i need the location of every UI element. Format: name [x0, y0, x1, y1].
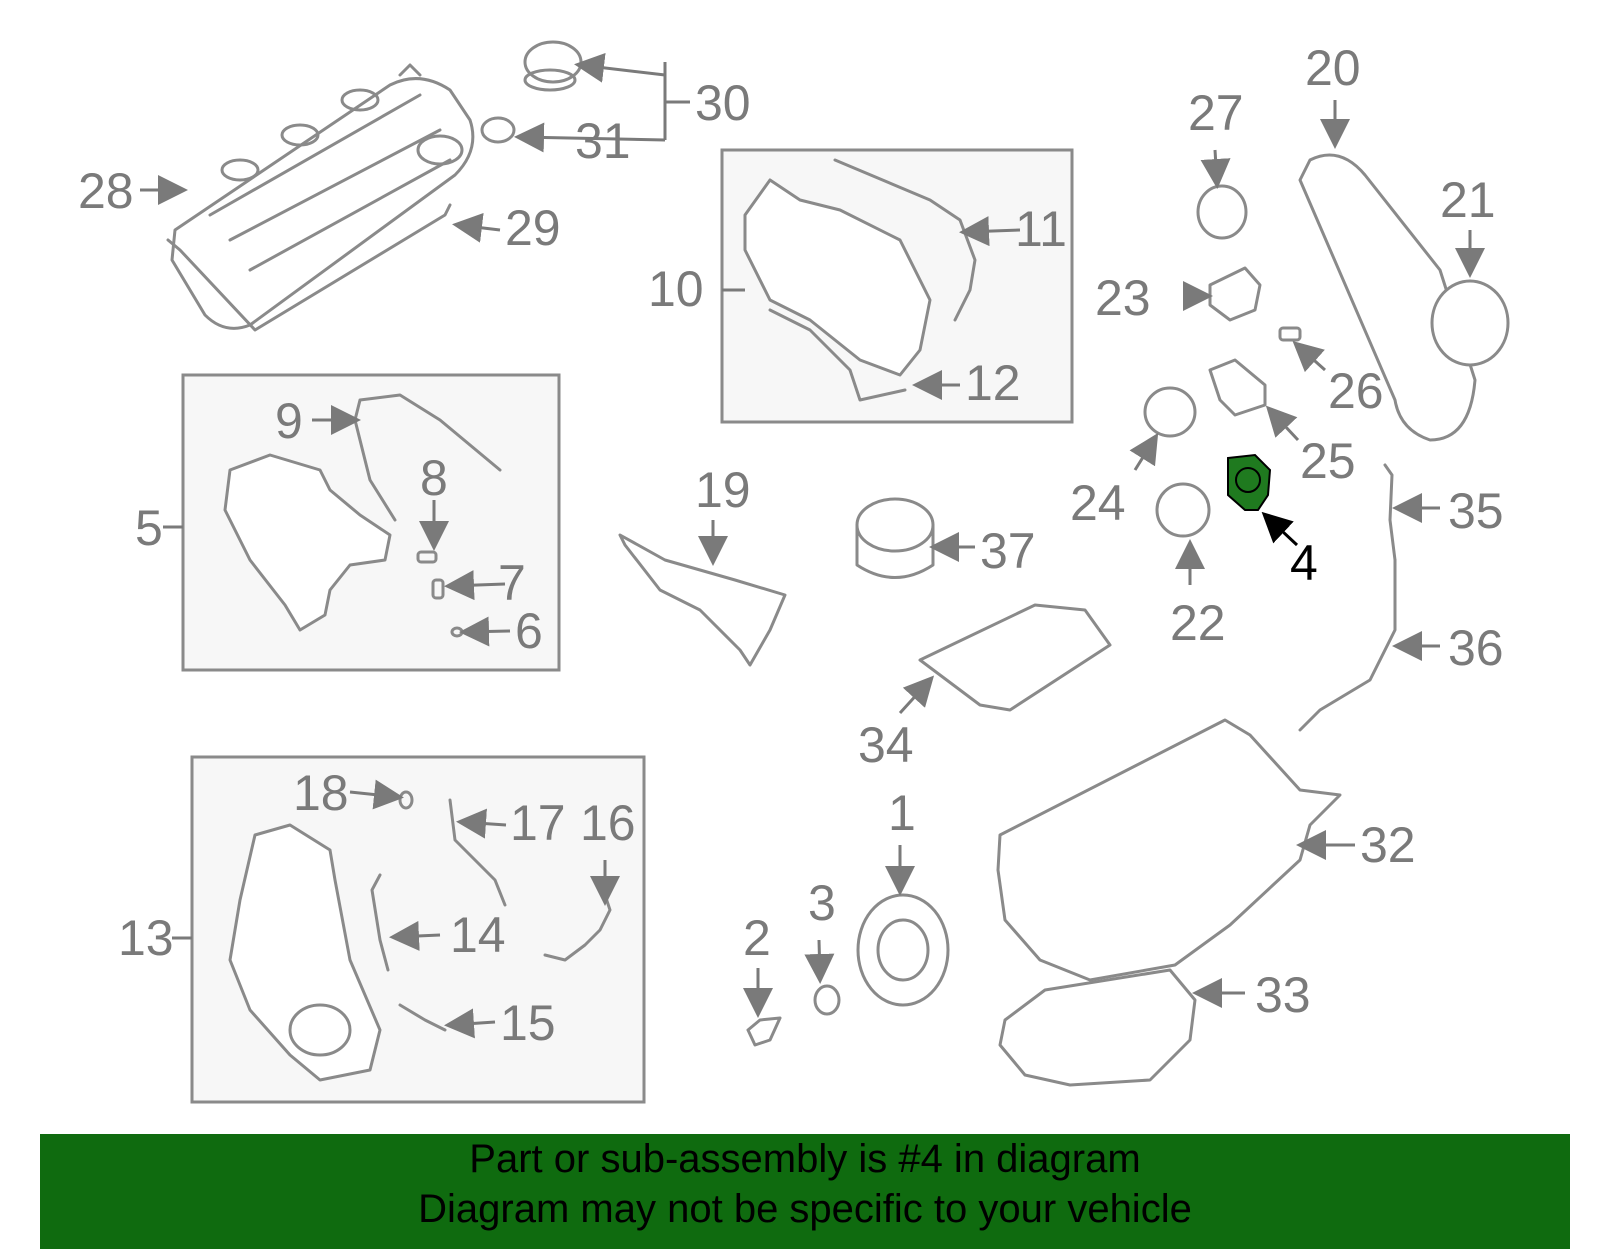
banner-line-2: Diagram may not be specific to your vehi…	[418, 1187, 1192, 1231]
label-24: 24	[1070, 475, 1126, 531]
label-15: 15	[500, 995, 556, 1051]
label-6: 6	[515, 603, 543, 659]
label-1: 1	[888, 785, 916, 841]
label-26: 26	[1328, 363, 1384, 419]
label-33: 33	[1255, 967, 1311, 1023]
label-29: 29	[505, 200, 561, 256]
label-2: 2	[743, 910, 771, 966]
oring-part-31	[480, 116, 516, 144]
label-20: 20	[1305, 40, 1361, 96]
label-32: 32	[1360, 817, 1416, 873]
leader-lines	[140, 52, 1485, 1039]
label-36: 36	[1448, 620, 1504, 676]
label-4: 4	[1290, 535, 1318, 591]
label-23: 23	[1095, 270, 1151, 326]
info-banner: Part or sub-assembly is #4 in diagram Di…	[40, 1134, 1570, 1249]
valve-cover-part-28	[170, 63, 475, 330]
pulley-part-27	[1196, 184, 1248, 240]
part-7	[431, 578, 445, 600]
label-8: 8	[420, 450, 448, 506]
label-14: 14	[450, 907, 506, 963]
label-11: 11	[1015, 201, 1067, 257]
label-18: 18	[293, 765, 349, 821]
baffle-plate-part-34	[918, 603, 1112, 712]
label-16: 16	[580, 795, 636, 851]
label-19: 19	[695, 462, 751, 518]
label-34: 34	[858, 717, 914, 773]
hose-part-16	[543, 893, 612, 962]
label-13: 13	[118, 910, 174, 966]
idler-pulley-part-22	[1155, 482, 1211, 538]
dipstick-part-35	[1383, 463, 1397, 562]
oil-pan-lower-part-33	[998, 968, 1197, 1087]
label-12: 12	[965, 355, 1021, 411]
upper-timing-cover-part-10	[743, 178, 932, 377]
bracket-part-19	[618, 533, 787, 667]
part-number-labels: 1 2 3 4 5 6 7 8 9 10 11 12 13 14 15 16 1…	[78, 40, 1504, 1051]
part-8	[416, 550, 438, 564]
gasket-part-14	[370, 873, 390, 972]
gasket-part-17	[448, 798, 507, 907]
lower-timing-cover-part-13	[228, 823, 382, 1082]
label-28: 28	[78, 163, 134, 219]
label-5: 5	[135, 500, 163, 556]
oil-filter-part-37	[855, 497, 935, 579]
gasket-part-12	[768, 308, 907, 402]
label-17: 17	[510, 795, 566, 851]
washer-part-3	[813, 984, 841, 1016]
banner-line-1: Part or sub-assembly is #4 in diagram	[469, 1137, 1141, 1181]
label-7: 7	[498, 555, 526, 611]
label-22: 22	[1170, 595, 1226, 651]
label-10: 10	[648, 261, 704, 317]
label-37: 37	[980, 523, 1036, 579]
gasket-part-15	[398, 1003, 447, 1032]
label-35: 35	[1448, 483, 1504, 539]
dipstick-tube-part-36	[1298, 558, 1397, 732]
label-30: 30	[695, 75, 751, 131]
sensor-part-23	[1208, 266, 1262, 322]
valve-cover-gasket-part-29	[166, 203, 452, 332]
timing-cover-part-5	[223, 453, 392, 632]
label-31: 31	[575, 113, 631, 169]
label-25: 25	[1300, 433, 1356, 489]
bolt-part-26	[1278, 326, 1302, 342]
label-3: 3	[808, 875, 836, 931]
pulley-part-24	[1143, 386, 1197, 438]
timing-belt-part-20	[1298, 153, 1477, 442]
sprocket-part-21	[1430, 279, 1510, 367]
highlighted-part-4	[1227, 453, 1272, 511]
label-27: 27	[1188, 85, 1244, 141]
oil-pan-upper-part-32	[996, 718, 1342, 982]
bolt-part-2	[746, 1016, 782, 1047]
label-21: 21	[1440, 172, 1496, 228]
crankshaft-pulley-part-1	[856, 893, 950, 1007]
tensioner-part-25	[1208, 358, 1267, 417]
oil-filler-cap-part-30	[523, 40, 583, 92]
label-9: 9	[275, 393, 303, 449]
